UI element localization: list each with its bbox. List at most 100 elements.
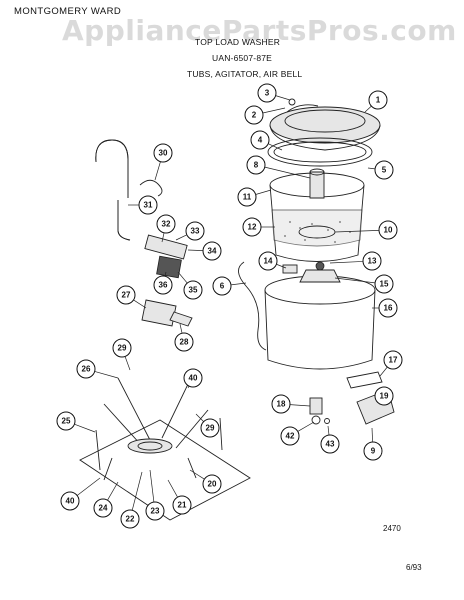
callout-leader-line [177,271,188,284]
callout-number: 25 [62,417,71,426]
callout-part-36: 36 [153,275,173,295]
callout-part-13: 13 [362,251,382,271]
callout-leader-line [379,366,388,377]
callout-part-33: 33 [185,221,205,241]
callout-number: 17 [389,356,398,365]
callout-part-40: 40 [60,491,80,511]
diagram-title-section: TUBS, AGITATOR, AIR BELL [187,69,303,79]
callout-number: 24 [99,504,108,513]
callout-number: 18 [277,400,286,409]
callout-number: 1 [376,96,381,105]
callout-leader-line [179,323,183,334]
callout-number: 29 [206,424,215,433]
part-outer-tub [264,261,376,370]
callout-part-30: 30 [153,143,173,163]
part-tub-cover [269,106,381,151]
part-bracket-28 [169,311,193,327]
callout-part-4: 4 [250,130,270,150]
callout-part-34: 34 [202,241,222,261]
callout-number: 28 [180,338,189,347]
callout-part-23: 23 [145,501,165,521]
callout-part-9: 9 [363,441,383,461]
callout-number: 11 [243,193,252,202]
callout-part-29: 29 [112,338,132,358]
callout-leader-line [187,249,204,251]
callout-leader-line [327,425,330,436]
callout-number: 3 [265,89,270,98]
callout-number: 6 [220,282,225,291]
callout-leader-line [195,413,204,422]
callout-part-5: 5 [374,160,394,180]
callout-number: 26 [82,365,91,374]
callout-part-19: 19 [374,386,394,406]
callout-number: 20 [208,480,217,489]
callout-number: 23 [151,507,160,516]
callout-number: 9 [371,447,376,456]
callout-part-17: 17 [383,350,403,370]
callout-part-12: 12 [242,217,262,237]
part-base-hub [127,438,173,454]
part-bracket-27 [141,299,177,327]
callout-number: 10 [384,226,393,235]
callout-number: 12 [248,223,257,232]
callout-part-42: 42 [280,426,300,446]
callout-leader-line [264,166,311,179]
callout-number: 8 [254,161,259,170]
callout-leader-line [94,371,119,379]
callout-leader-line [371,427,373,443]
callout-leader-line [334,277,376,284]
callout-leader-line [268,143,283,151]
callout-leader-line [167,479,178,498]
callout-leader-line [154,161,161,181]
callout-part-11: 11 [237,187,257,207]
part-small-fitting [282,264,298,274]
callout-part-20: 20 [202,474,222,494]
callout-number: 36 [159,281,168,290]
drawing-number: 2470 [383,524,401,533]
callout-part-40: 40 [183,368,203,388]
callout-leader-line [255,189,272,195]
callout-part-6: 6 [212,276,232,296]
callout-number: 27 [122,291,131,300]
callout-leader-line [133,299,147,309]
callout-leader-line [275,95,291,101]
callout-number: 30 [159,149,168,158]
callout-part-29: 29 [200,418,220,438]
callout-leader-line [262,107,286,114]
callout-number: 29 [118,344,127,353]
callout-number: 19 [380,392,389,401]
callout-part-32: 32 [156,214,176,234]
callout-leader-line [187,385,190,389]
callout-number: 40 [66,497,75,506]
callout-number: 2 [252,111,257,120]
callout-leader-line [131,471,143,511]
callout-part-25: 25 [56,411,76,431]
callout-number: 15 [380,280,389,289]
callout-number: 34 [208,247,217,256]
callout-part-15: 15 [374,274,394,294]
revision-date: 6/93 [406,563,422,572]
part-wash-basket [269,168,365,262]
callout-leader-line [189,469,205,480]
callout-number: 42 [286,432,295,441]
callout-number: 5 [382,166,387,175]
callout-leader-line [276,263,287,269]
callout-part-14: 14 [258,251,278,271]
callout-part-10: 10 [378,220,398,240]
callout-leader-line [74,423,96,433]
callout-leader-line [297,421,315,432]
part-cover-hose [286,98,319,113]
callout-part-1: 1 [368,90,388,110]
part-fill-hose [238,261,267,351]
callout-part-22: 22 [120,509,140,529]
callout-number: 4 [258,136,263,145]
callout-part-26: 26 [76,359,96,379]
callout-number: 16 [384,304,393,313]
callout-part-8: 8 [246,155,266,175]
callout-leader-line [149,469,155,503]
callout-number: 35 [189,286,198,295]
callout-leader-line [289,404,311,407]
callout-part-16: 16 [378,298,398,318]
callout-leader-line [161,232,165,243]
